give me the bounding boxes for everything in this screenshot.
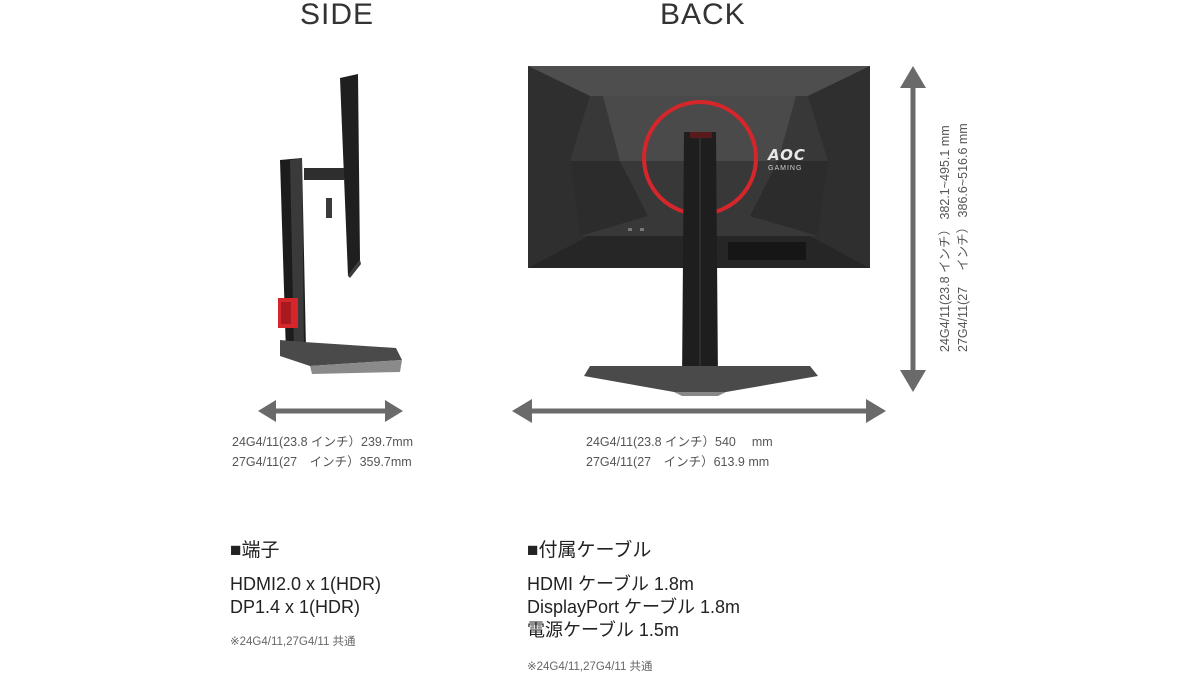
- ports-item-hdmi: HDMI2.0 x 1(HDR): [230, 574, 382, 594]
- cables-title: ■付属ケーブル: [527, 540, 652, 561]
- back-width-label: 24G4/11(23.8 インチ）540 mm 27G4/11(27 インチ）6…: [586, 432, 773, 472]
- side-depth-arrow: [258, 400, 403, 422]
- back-width-line-27: 27G4/11(27 インチ）613.9 mm: [586, 455, 770, 469]
- ports-note: ※24G4/11,27G4/11 共通: [230, 636, 356, 648]
- back-view-monitor-illustration: [528, 66, 870, 396]
- back-height-line-24: 24G4/11(23.8 インチ） 382.1~495.1 mm: [938, 125, 952, 352]
- cables-item-power: 電源ケーブル 1.5m: [527, 620, 679, 640]
- cables-item-displayport: DisplayPort ケーブル 1.8m: [527, 597, 740, 617]
- cables-item-hdmi: HDMI ケーブル 1.8m: [527, 574, 694, 594]
- side-depth-label: 24G4/11(23.8 インチ）239.7mm 27G4/11(27 インチ）…: [232, 432, 413, 472]
- back-width-line-24: 24G4/11(23.8 インチ）540 mm: [586, 435, 773, 449]
- ports-title: ■端子: [230, 540, 280, 561]
- ports-item-dp: DP1.4 x 1(HDR): [230, 597, 361, 617]
- back-heading: BACK: [660, 0, 746, 31]
- back-height-line-27: 27G4/11(27 インチ） 386.6~516.6 mm: [956, 123, 970, 352]
- side-heading: SIDE: [300, 0, 375, 31]
- cables-list: HDMI ケーブル 1.8m DisplayPort ケーブル 1.8m 電源ケ…: [527, 573, 740, 642]
- aoc-logo-brand: AOC: [768, 146, 806, 164]
- back-height-arrow: [900, 66, 926, 392]
- aoc-logo-sub: GAMING: [768, 165, 803, 172]
- side-depth-line-24: 24G4/11(23.8 インチ）239.7mm: [232, 435, 414, 449]
- side-depth-line-27: 27G4/11(27 インチ）359.7mm: [232, 455, 412, 469]
- cables-note: ※24G4/11,27G4/11 共通: [527, 661, 653, 673]
- side-view-monitor-illustration: [278, 74, 402, 374]
- back-height-label: 24G4/11(23.8 インチ） 382.1~495.1 mm 27G4/11…: [936, 123, 972, 352]
- back-width-arrow: [512, 399, 886, 423]
- ports-list: HDMI2.0 x 1(HDR) DP1.4 x 1(HDR): [230, 573, 381, 619]
